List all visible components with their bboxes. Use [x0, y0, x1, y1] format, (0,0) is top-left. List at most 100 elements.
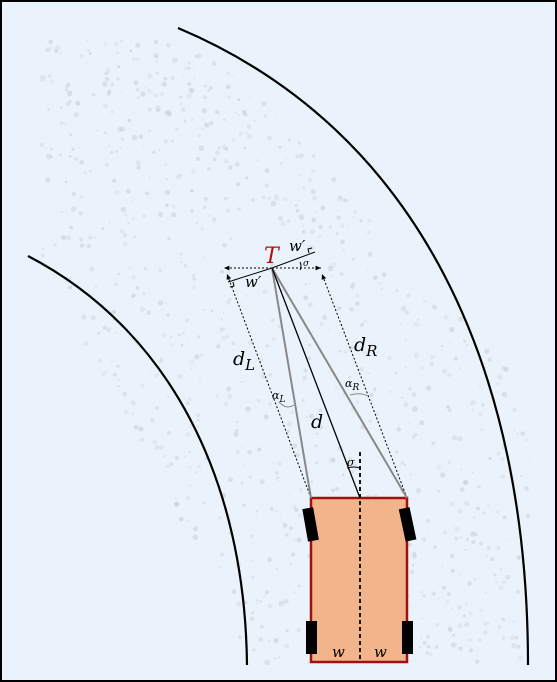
road-speckle: [465, 343, 469, 347]
road-speckle: [226, 208, 231, 213]
road-speckle: [237, 98, 241, 102]
road-speckle: [49, 147, 54, 151]
road-speckle: [236, 182, 241, 187]
road-speckle: [112, 309, 117, 314]
road-speckle: [297, 537, 302, 543]
road-speckle: [165, 163, 168, 166]
road-speckle: [171, 204, 176, 209]
road-speckle: [202, 256, 206, 260]
road-speckle: [192, 534, 199, 541]
road-speckle: [479, 608, 483, 613]
road-speckle: [255, 599, 258, 602]
road-speckle: [130, 200, 133, 203]
road-speckle: [457, 604, 462, 610]
road-speckle: [337, 306, 341, 311]
road-speckle: [66, 235, 71, 241]
road-speckle: [192, 65, 195, 68]
road-speckle: [229, 237, 233, 241]
road-speckle: [196, 413, 201, 418]
road-speckle: [250, 559, 254, 562]
dL-label: dL: [233, 348, 255, 374]
road-speckle: [258, 599, 262, 604]
road-speckle: [146, 310, 151, 316]
road-speckle: [219, 327, 224, 332]
road-speckle: [277, 479, 280, 482]
road-speckle: [505, 574, 511, 580]
road-speckle: [100, 371, 106, 377]
road-speckle: [359, 219, 364, 223]
road-speckle: [199, 380, 201, 383]
road-speckle: [251, 611, 255, 615]
road-speckle: [185, 495, 191, 501]
road-speckle: [69, 226, 73, 230]
road-speckle: [367, 218, 372, 223]
road-speckle: [214, 109, 220, 115]
road-speckle: [226, 85, 230, 89]
road-speckle: [328, 457, 335, 464]
road-speckle: [97, 331, 101, 335]
road-speckle: [155, 105, 161, 111]
road-speckle: [363, 319, 368, 324]
road-speckle: [245, 406, 251, 412]
road-speckle: [436, 464, 442, 470]
road-speckle: [53, 243, 57, 247]
road-speckle: [331, 275, 334, 277]
road-speckle: [310, 169, 315, 173]
road-speckle: [152, 439, 158, 445]
road-speckle: [133, 235, 137, 239]
road-speckle: [488, 631, 491, 633]
ray-left: [271, 267, 312, 499]
road-speckle: [336, 215, 341, 220]
road-speckle: [231, 75, 234, 77]
road-speckle: [440, 472, 446, 478]
road-speckle: [309, 413, 314, 419]
road-speckle: [188, 397, 192, 401]
road-speckle: [282, 523, 288, 528]
road-speckle: [127, 118, 132, 123]
road-speckle: [224, 146, 229, 151]
road-speckle: [355, 301, 360, 306]
road-speckle: [274, 194, 277, 197]
road-speckle: [468, 611, 473, 616]
road-speckle: [190, 209, 194, 213]
road-speckle: [174, 497, 178, 501]
road-speckle: [520, 475, 523, 478]
road-speckle: [39, 75, 42, 78]
road-speckle: [473, 516, 476, 519]
road-speckle: [123, 409, 129, 415]
road-speckle: [388, 390, 392, 394]
road-speckle: [441, 565, 444, 568]
road-speckle: [89, 169, 92, 173]
road-speckle: [79, 243, 85, 248]
road-speckle: [187, 519, 190, 523]
road-speckle: [165, 464, 170, 469]
road-speckle: [500, 474, 506, 479]
road-speckle: [248, 475, 252, 479]
road-speckle: [59, 153, 62, 156]
road-speckle: [368, 419, 372, 423]
road-speckle: [459, 487, 465, 492]
road-speckle: [452, 633, 456, 637]
road-speckle: [105, 68, 111, 73]
road-speckle: [117, 384, 120, 388]
road-speckle: [414, 433, 418, 437]
road-speckle: [147, 128, 152, 133]
road-speckle: [193, 527, 198, 532]
road-speckle: [473, 532, 478, 537]
road-speckle: [268, 639, 271, 643]
alpha-right-label: αR: [345, 377, 359, 393]
road-speckle: [125, 218, 128, 221]
road-speckle: [528, 457, 531, 459]
road-speckle: [433, 545, 437, 549]
road-speckle: [131, 275, 136, 280]
road-speckle: [166, 111, 172, 117]
road-speckle: [194, 354, 200, 360]
road-speckle: [122, 233, 128, 238]
road-speckle: [286, 429, 290, 434]
road-speckle: [195, 472, 198, 474]
road-speckle: [478, 541, 483, 546]
road-speckle: [274, 116, 277, 119]
road-speckle: [310, 480, 314, 484]
road-speckle: [256, 398, 261, 403]
road-speckle: [45, 147, 48, 150]
